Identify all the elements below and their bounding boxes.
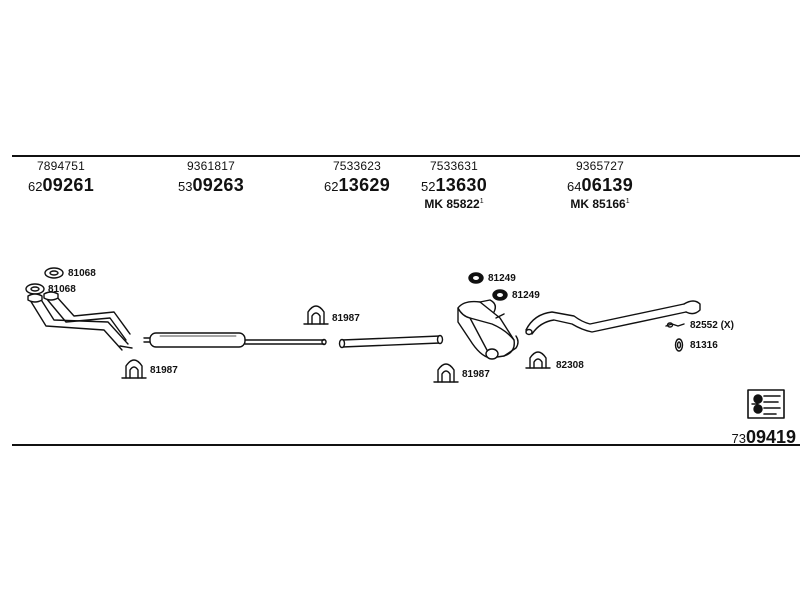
- reference-number: 7309419: [731, 427, 796, 447]
- ring-bottom: [492, 289, 508, 301]
- label-gasket-bottom: 81068: [48, 284, 76, 295]
- label-rubber-mount: 81316: [690, 340, 718, 351]
- header-column-1: 7894751 6209261: [22, 160, 100, 195]
- label-clamp-rear: 81987: [462, 369, 490, 380]
- gasket-bottom: [25, 283, 45, 295]
- label-gasket-top: 81068: [68, 268, 96, 279]
- exhaust-system-logo-icon: [747, 389, 785, 419]
- oe-number: 7894751: [36, 159, 86, 173]
- bottom-divider: [12, 444, 800, 446]
- header-column-2: 9361817 5309263: [172, 160, 250, 195]
- label-clamp-tail: 82308: [556, 360, 584, 371]
- top-divider: [12, 155, 800, 157]
- label-ring-bottom: 81249: [512, 290, 540, 301]
- tail-pipe: [525, 300, 701, 336]
- header-column-5: 9365727 6406139 MK 851661: [560, 160, 640, 210]
- intermediate-pipe: [338, 334, 444, 349]
- part-number: 6209261: [27, 175, 95, 195]
- oe-number: 9361817: [186, 159, 236, 173]
- rear-silencer: [457, 299, 519, 360]
- header-column-3: 7533623 6213629: [318, 160, 396, 195]
- middle-silencer: [143, 332, 327, 348]
- clamp-mid: [303, 305, 329, 325]
- clamp-tail: [525, 351, 551, 369]
- mk-kit-number: MK 851661: [570, 197, 630, 211]
- oe-number: 9365727: [575, 159, 625, 173]
- gasket-top: [44, 267, 64, 279]
- part-number: 6213629: [323, 175, 391, 195]
- label-clamp-front: 81987: [150, 365, 178, 376]
- oe-number: 7533623: [332, 159, 382, 173]
- ring-top: [468, 272, 484, 284]
- header-column-4: 7533631 5213630 MK 858221: [414, 160, 494, 210]
- label-clamp-mid: 81987: [332, 313, 360, 324]
- part-number: 5309263: [177, 175, 245, 195]
- label-ring-top: 81249: [488, 273, 516, 284]
- clamp-rear: [433, 363, 459, 383]
- clamp-front: [121, 359, 147, 379]
- front-pipe: [27, 291, 133, 351]
- part-number: 5213630: [420, 175, 488, 195]
- oe-number: 7533631: [429, 159, 479, 173]
- hanger: [665, 322, 685, 328]
- rubber-mount: [674, 338, 684, 352]
- mk-kit-number: MK 858221: [424, 197, 484, 211]
- label-hanger: 82552 (X): [690, 320, 734, 331]
- part-number: 6406139: [566, 175, 634, 195]
